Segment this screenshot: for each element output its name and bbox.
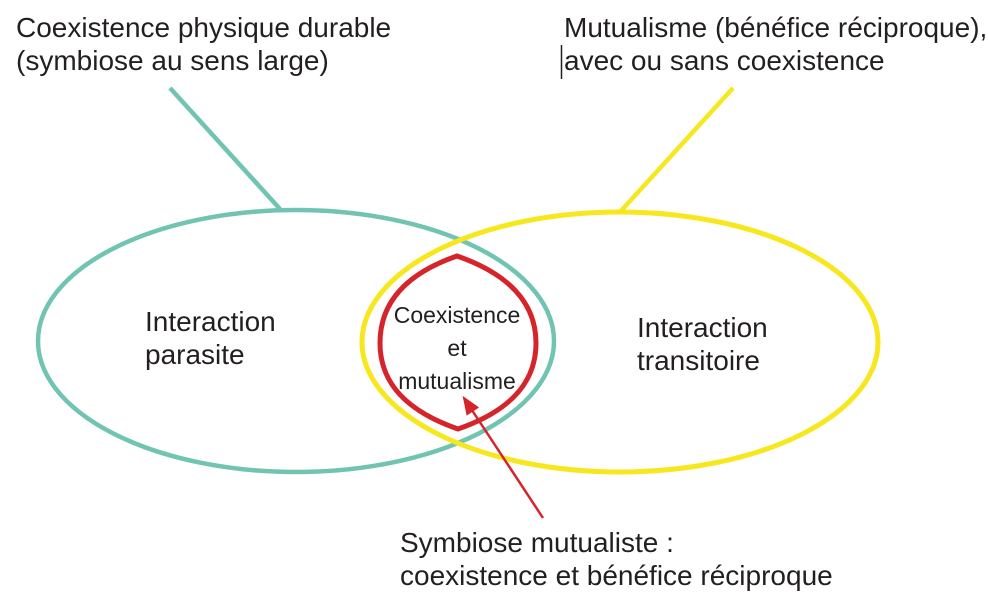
intersection-label-line: et (447, 335, 467, 361)
left-set-label: Interaction parasite (145, 305, 276, 371)
right-set-label: Interaction transitoire (637, 311, 768, 377)
annotation-line: Coexistence physique durable (16, 12, 392, 43)
annotation-line: Mutualisme (bénéfice réciproque), (564, 12, 988, 43)
set-label-line: transitoire (637, 345, 760, 376)
intersection-label: Coexistence et mutualisme (347, 299, 567, 398)
set-label-line: Interaction (637, 312, 768, 343)
set-label-line: Interaction (145, 306, 276, 337)
annotation-mutualisme: Mutualisme (bénéfice réciproque), avec o… (564, 11, 987, 77)
intersection-label-line: Coexistence (393, 302, 521, 328)
left-set-ellipse (35, 207, 557, 475)
yellow-leader-line (618, 86, 735, 214)
teal-leader-line (168, 86, 282, 211)
intersection-label-line: mutualisme (398, 368, 516, 394)
annotation-line: coexistence et bénéfice réciproque (400, 560, 833, 591)
red-arrow (462, 395, 545, 519)
annotation-symbiose-mutualiste: Symbiose mutualiste : coexistence et bén… (400, 526, 833, 592)
annotation-coexistence-physique: Coexistence physique durable (symbiose a… (16, 11, 391, 77)
annotation-line: Symbiose mutualiste : (400, 527, 674, 558)
intersection-lens-outline (377, 253, 539, 432)
annotation-line: (symbiose au sens large) (16, 45, 329, 76)
annotation-line: avec ou sans coexistence (564, 45, 885, 76)
set-label-line: parasite (145, 339, 245, 370)
